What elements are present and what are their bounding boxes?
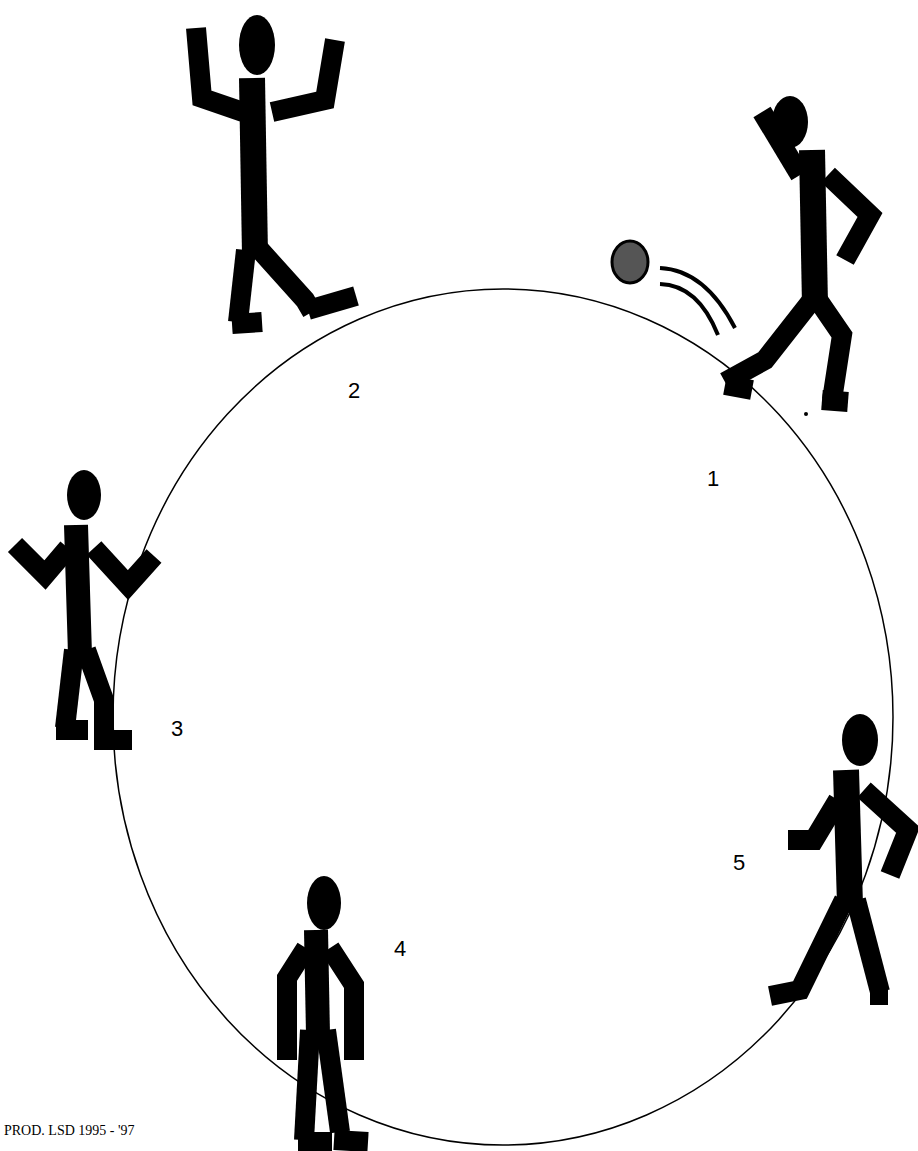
copyright-note: PROD. LSD 1995 - '97 <box>4 1124 134 1138</box>
dot <box>804 412 808 416</box>
callout-number: 2 <box>348 380 360 402</box>
player-figure <box>15 28 908 1142</box>
callout-number: 5 <box>733 852 745 874</box>
circle <box>113 289 893 1145</box>
player-head <box>67 15 878 930</box>
callout-number: 4 <box>394 938 406 960</box>
callout-number: 1 <box>707 468 719 490</box>
ball <box>612 241 735 335</box>
callout-number: 3 <box>171 718 183 740</box>
